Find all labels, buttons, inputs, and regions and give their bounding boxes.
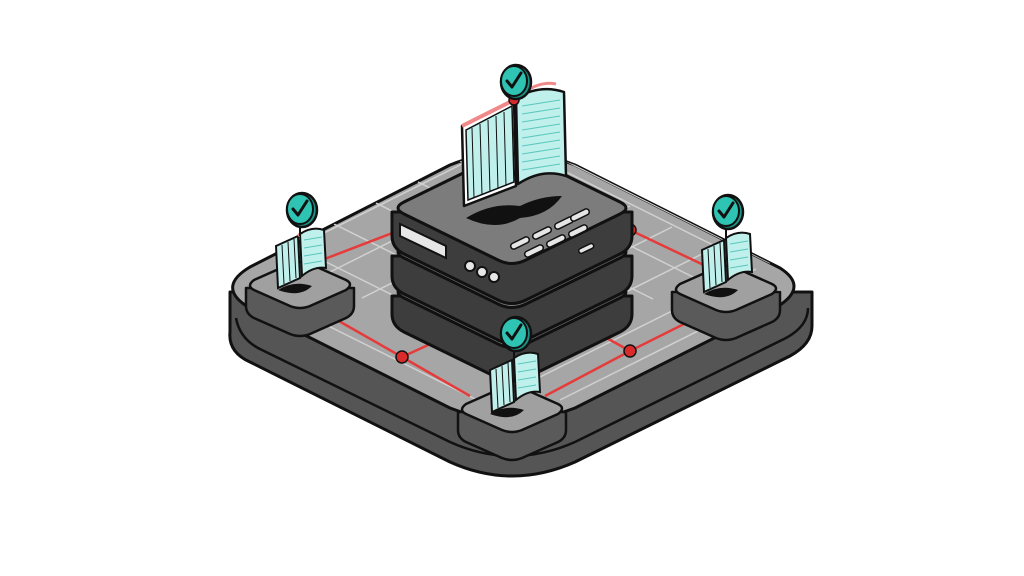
check-circle-icon	[499, 315, 533, 360]
server-button	[464, 260, 476, 272]
open-book-icon	[488, 351, 542, 414]
connection-node-icon	[395, 350, 409, 364]
connection-node-icon	[623, 344, 637, 358]
check-circle-icon	[711, 193, 745, 240]
check-circle-icon	[499, 63, 533, 101]
open-book-icon	[274, 227, 328, 290]
server-button	[476, 266, 488, 278]
book-shadow	[466, 196, 562, 225]
open-book-icon	[700, 231, 754, 294]
server-vents	[509, 208, 595, 258]
node-pad-front	[456, 315, 568, 462]
check-circle-icon	[285, 191, 319, 236]
node-pad-left	[244, 191, 356, 338]
node-pad-right	[670, 193, 782, 342]
server-slot	[399, 222, 447, 260]
server-button	[488, 271, 500, 283]
